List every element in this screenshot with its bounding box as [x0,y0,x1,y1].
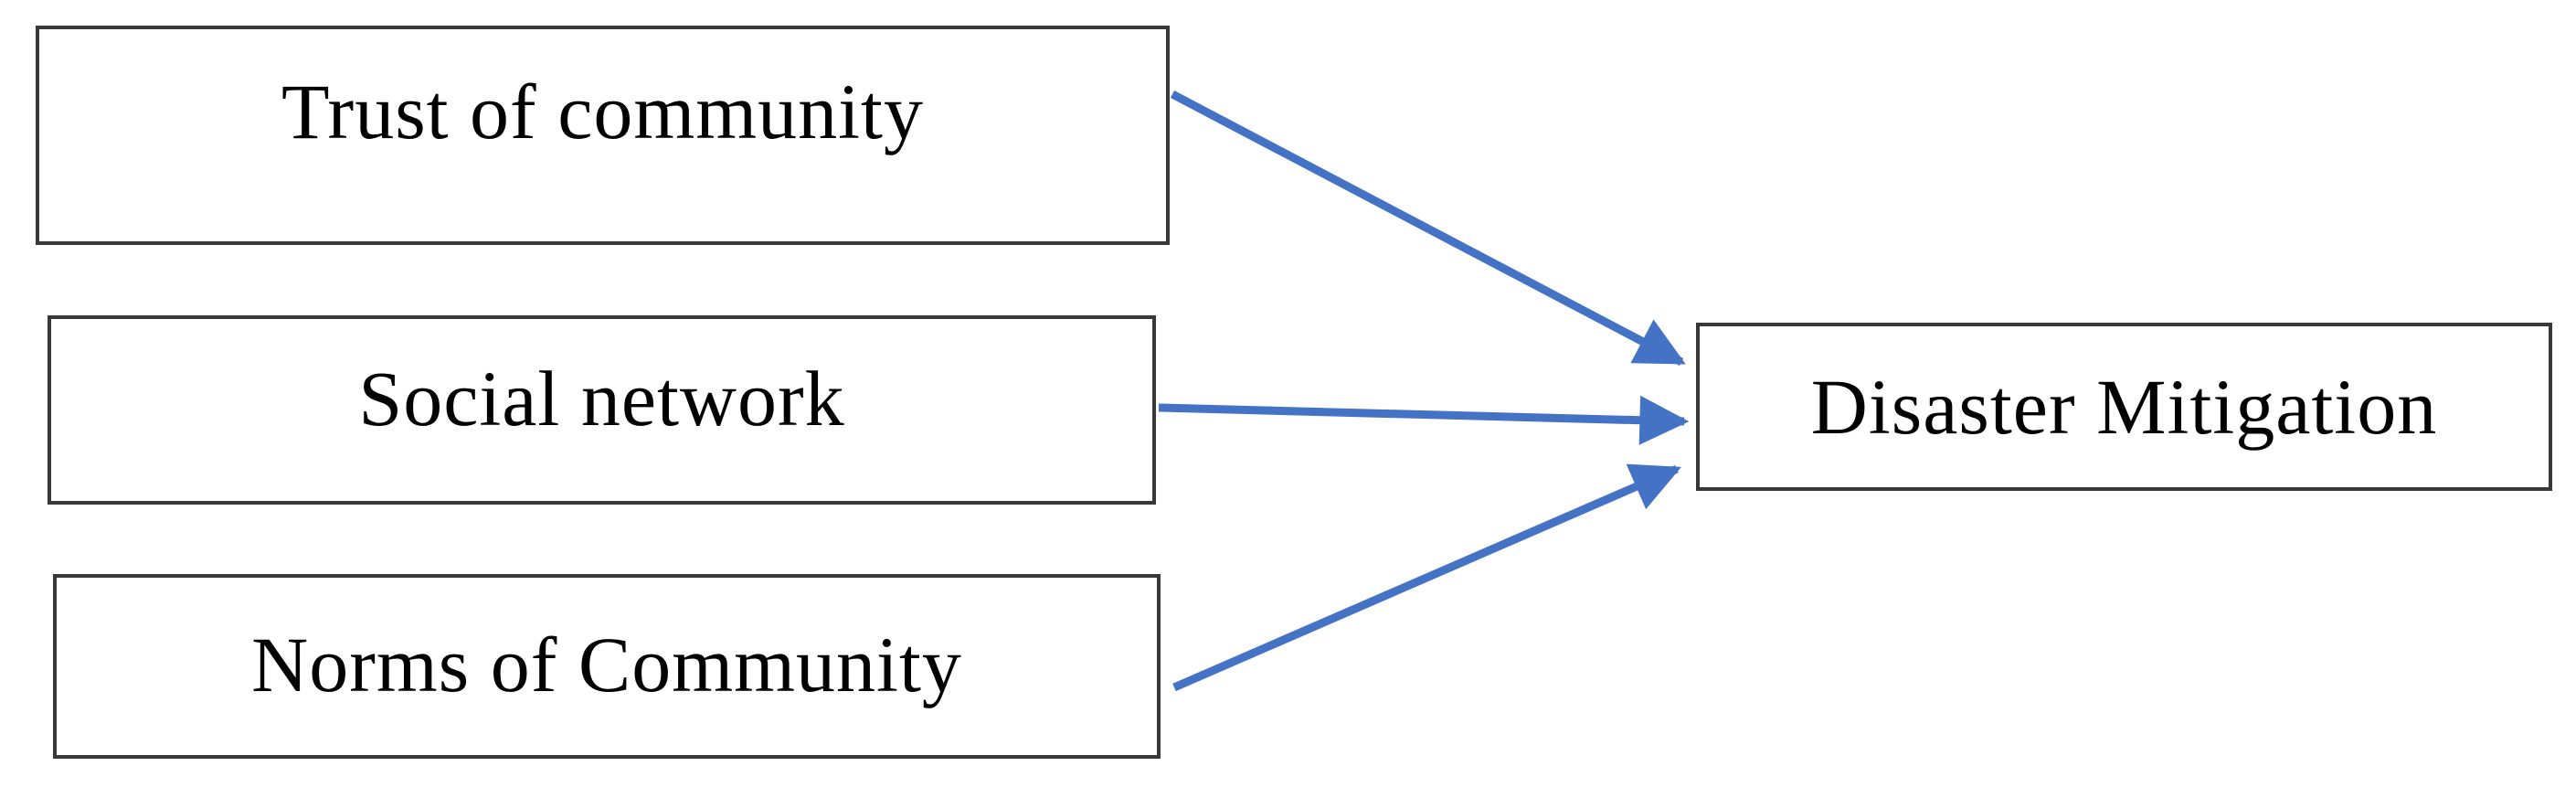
node-norms-of-community-label: Norms of Community [251,620,962,708]
node-social-network-box: Social network [48,315,1156,505]
arrow-social-to-mitigation [1158,395,1690,445]
node-disaster-mitigation-box: Disaster Mitigation [1696,323,2552,491]
node-trust-of-community-label: Trust of community [281,67,924,155]
node-trust-of-community-box: Trust of community [36,26,1170,245]
arrow-norms-to-mitigation [1172,463,1681,692]
node-social-network-label: Social network [358,355,845,443]
node-disaster-mitigation-label: Disaster Mitigation [1810,362,2438,451]
arrow-edges-group [1158,90,1690,692]
arrow-trust-to-mitigation [1170,90,1686,366]
node-norms-of-community-box: Norms of Community [53,574,1161,759]
